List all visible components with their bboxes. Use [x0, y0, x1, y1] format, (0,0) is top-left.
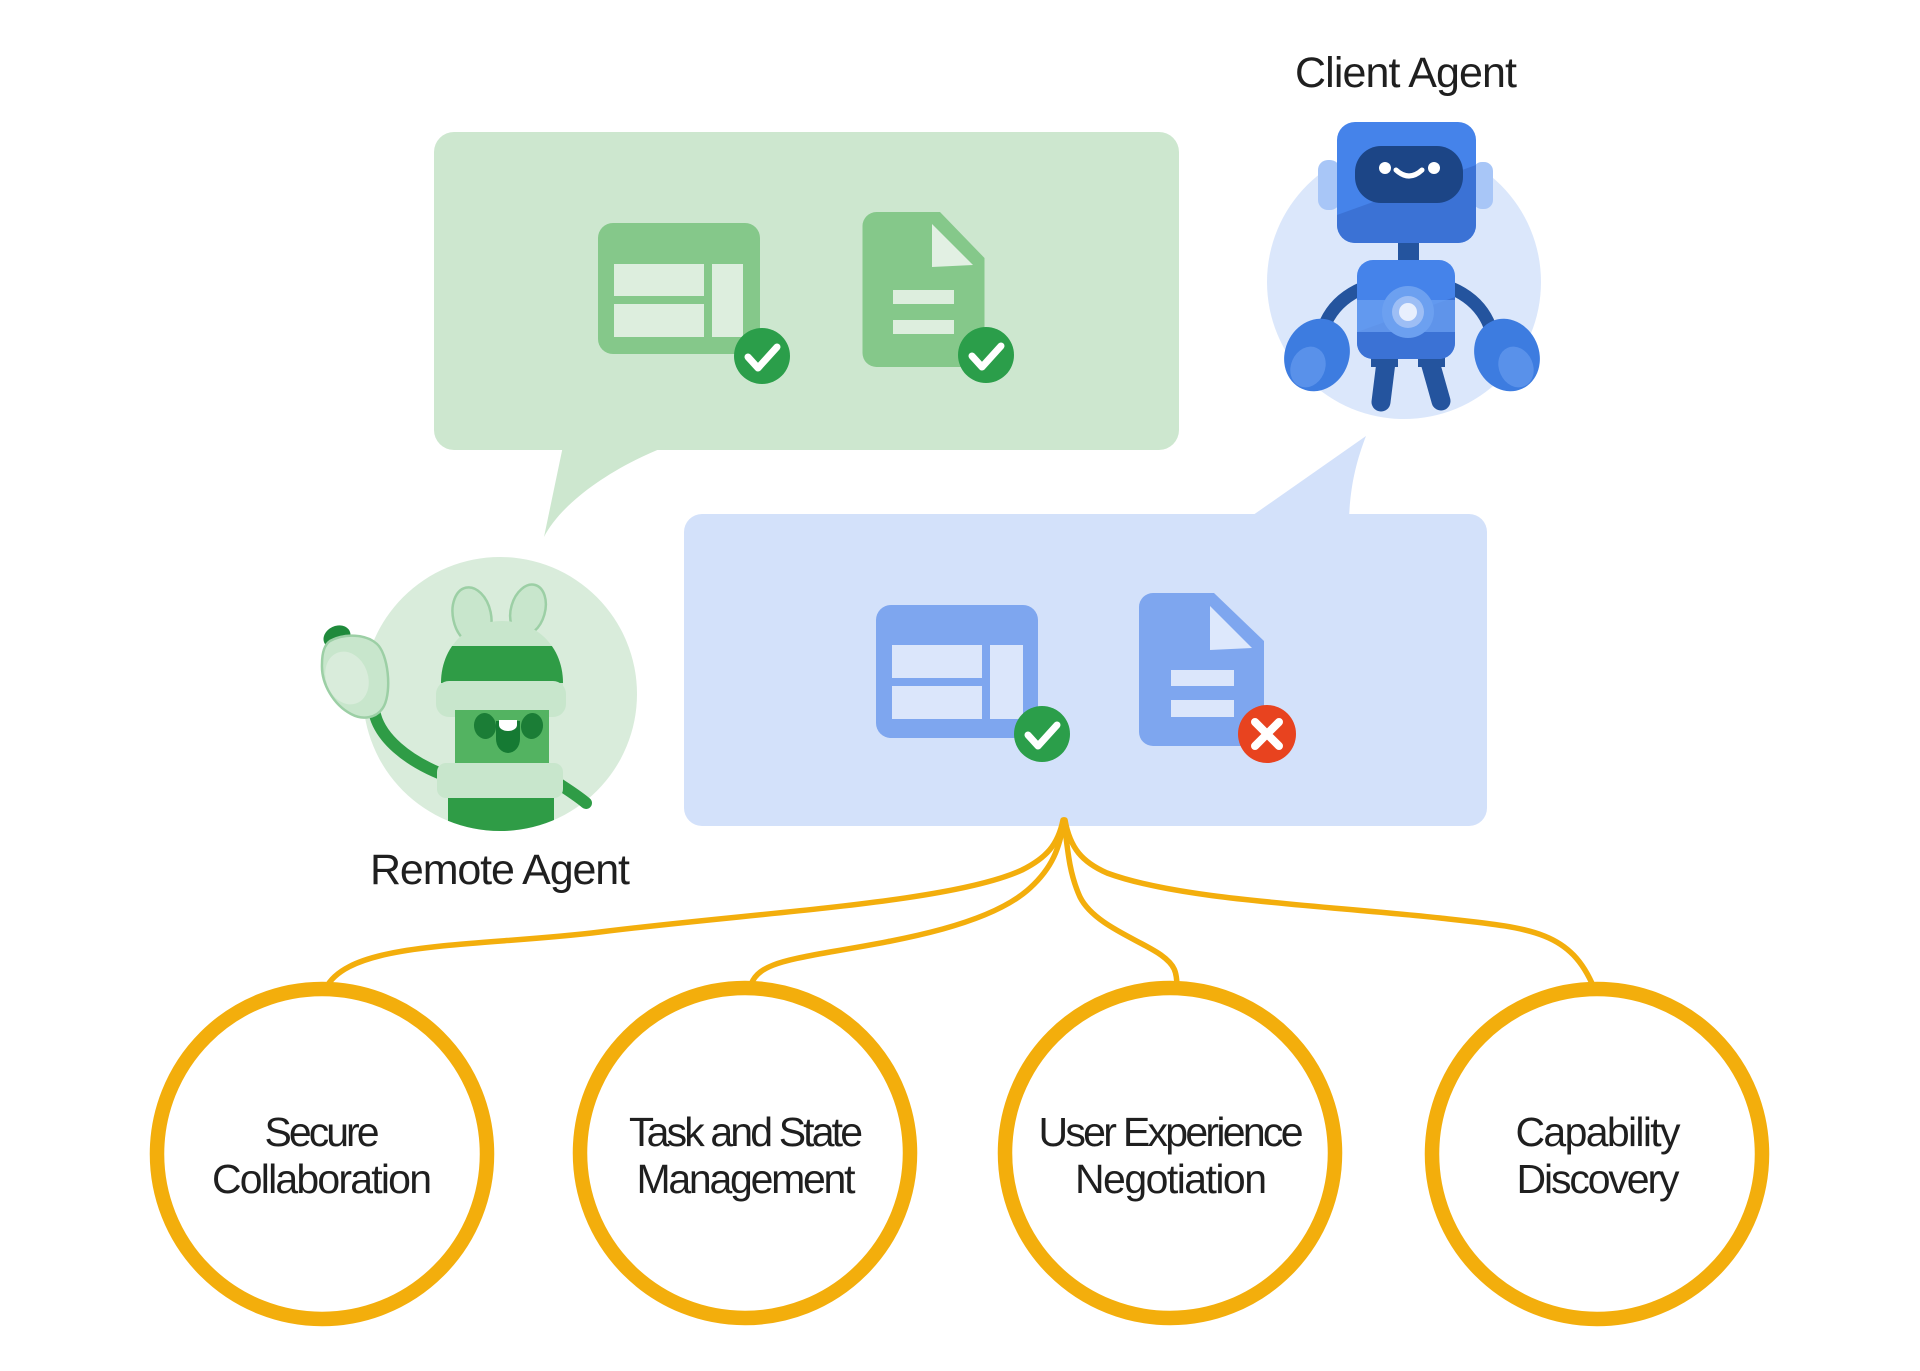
svg-text:Discovery: Discovery: [1517, 1156, 1681, 1202]
svg-text:Negotiation: Negotiation: [1075, 1156, 1267, 1202]
svg-text:Task and State: Task and State: [629, 1109, 863, 1155]
svg-text:Capability: Capability: [1516, 1109, 1682, 1155]
svg-text:Client Agent: Client Agent: [1295, 49, 1517, 97]
svg-text:Management: Management: [637, 1156, 857, 1202]
svg-text:Collaboration: Collaboration: [212, 1156, 432, 1202]
svg-text:User Experience: User Experience: [1039, 1109, 1304, 1155]
svg-text:Secure: Secure: [265, 1109, 380, 1155]
svg-text:Remote Agent: Remote Agent: [370, 846, 630, 894]
